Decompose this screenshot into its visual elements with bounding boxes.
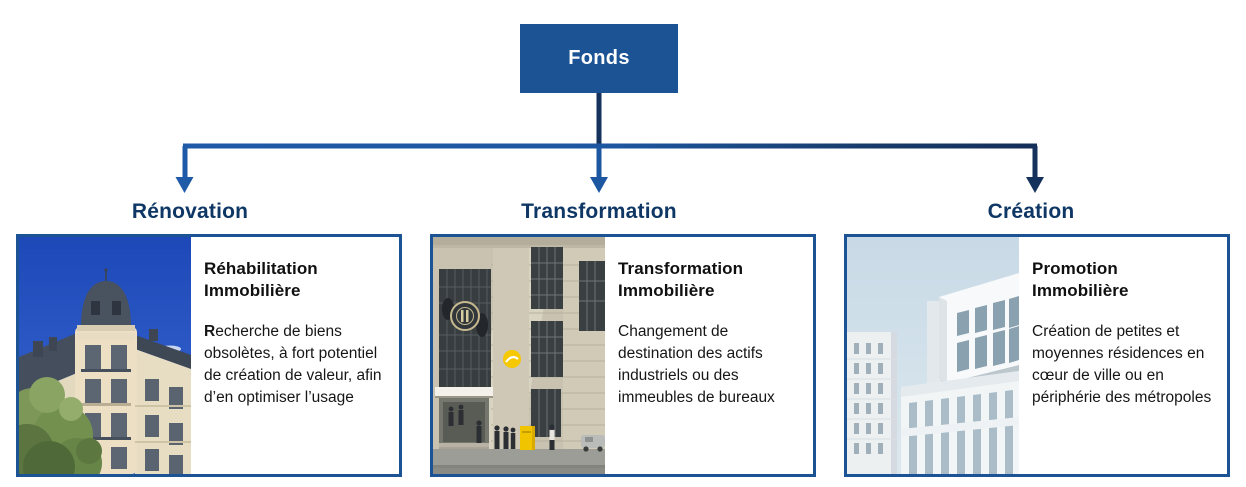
branch-crossbar-line — [183, 143, 1037, 149]
branch-label-creation: Création — [987, 200, 1075, 223]
card-description: Changement de destination des actifs ind… — [618, 321, 799, 409]
root-stem-line — [596, 93, 602, 146]
card-body: Promotion Immobilière Création de petite… — [1019, 237, 1227, 474]
haussmann-building-photo — [19, 237, 191, 474]
root-node-fonds: Fonds — [520, 24, 678, 93]
arrow-down-icon — [590, 177, 608, 193]
arrow-down-icon — [1026, 177, 1044, 193]
card-description: Recherche de biens obsolètes, à fort pot… — [204, 321, 385, 409]
right-branch-line — [1032, 146, 1038, 179]
stone-facade-entrance-photo — [433, 237, 605, 474]
card-description: Création de petites et moyennes résidenc… — [1032, 321, 1213, 409]
card-body: Transformation Immobilière Changement de… — [605, 237, 813, 474]
arrow-down-icon — [175, 177, 194, 193]
card-renovation: Réhabilitation Immobilière Recherche de … — [16, 234, 402, 477]
left-branch-line — [182, 146, 188, 179]
branch-label-transformation: Transformation — [521, 200, 677, 223]
root-node-label: Fonds — [568, 47, 630, 69]
card-description-rest: Changement de destination des actifs ind… — [618, 323, 775, 407]
card-description-rest: Création de petites et moyennes résidenc… — [1032, 323, 1212, 407]
center-branch-line — [596, 148, 602, 179]
card-title: Réhabilitation Immobilière — [204, 259, 318, 301]
card-title: Transformation Immobilière — [618, 259, 744, 301]
modern-white-building-photo — [847, 237, 1019, 474]
card-creation: Promotion Immobilière Création de petite… — [844, 234, 1230, 477]
card-description-lead: R — [204, 323, 216, 341]
card-transformation: Transformation Immobilière Changement de… — [430, 234, 816, 477]
card-description-rest: echerche de biens obsolètes, à fort pote… — [204, 323, 382, 407]
card-title: Promotion Immobilière — [1032, 259, 1129, 301]
card-body: Réhabilitation Immobilière Recherche de … — [191, 237, 399, 474]
branch-label-renovation: Rénovation — [131, 200, 249, 223]
